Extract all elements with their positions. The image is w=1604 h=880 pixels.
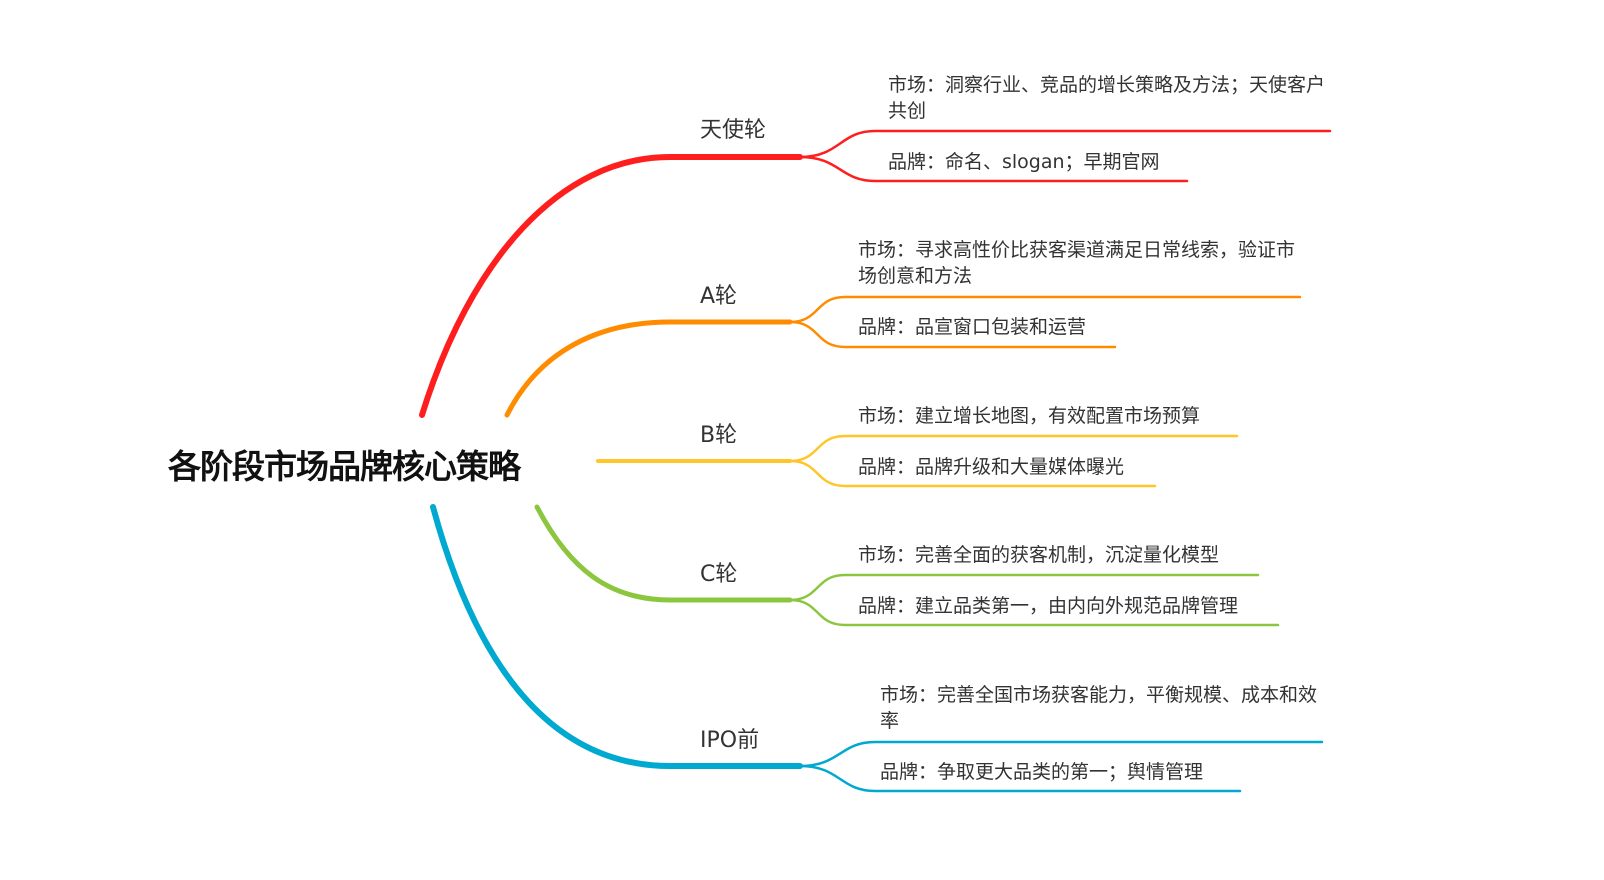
leaf-node-ipo-market[interactable]: 市场：完善全国市场获客能力，平衡规模、成本和效率 — [880, 684, 1318, 732]
leaf-line-a-brand — [788, 320, 1117, 349]
leaf-line-a-market — [788, 295, 1302, 324]
stage-node-a[interactable]: A轮 — [700, 284, 738, 309]
leaf-node-c-brand[interactable]: 品牌：建立品类第一，由内向外规范品牌管理 — [858, 595, 1239, 617]
branch-line-angel — [419, 154, 803, 418]
root-topic[interactable]: 各阶段市场品牌核心策略 — [168, 447, 521, 486]
leaf-line-b-brand — [788, 459, 1157, 488]
leaf-line-b-market — [788, 434, 1239, 463]
leaf-node-a-market[interactable]: 市场：寻求高性价比获客渠道满足日常线索，验证市场创意和方法 — [858, 239, 1296, 287]
branch-line-a — [504, 319, 793, 418]
leaf-line-c-brand — [788, 598, 1280, 627]
leaf-node-b-market[interactable]: 市场：建立增长地图，有效配置市场预算 — [858, 405, 1201, 427]
leaf-line-ipo-brand — [798, 764, 1242, 793]
stage-node-ipo[interactable]: IPO前 — [700, 728, 760, 753]
leaf-line-c-market — [788, 573, 1260, 602]
leaf-node-angel-market[interactable]: 市场：洞察行业、竞品的增长策略及方法；天使客户共创 — [888, 74, 1326, 122]
branch-line-c — [534, 504, 793, 603]
leaf-node-ipo-brand[interactable]: 品牌：争取更大品类的第一；舆情管理 — [880, 761, 1204, 783]
leaf-node-a-brand[interactable]: 品牌：品宣窗口包装和运营 — [858, 316, 1087, 338]
leaf-line-angel-brand — [798, 155, 1189, 183]
leaf-line-ipo-market — [798, 740, 1324, 768]
leaf-node-angel-brand[interactable]: 品牌：命名、slogan；早期官网 — [888, 151, 1160, 173]
stage-node-c[interactable]: C轮 — [700, 562, 738, 587]
leaf-line-angel-market — [798, 129, 1332, 159]
leaf-node-b-brand[interactable]: 品牌：品牌升级和大量媒体曝光 — [858, 456, 1125, 478]
stage-node-b[interactable]: B轮 — [700, 423, 738, 448]
branch-line-ipo — [430, 504, 803, 769]
leaf-node-c-market[interactable]: 市场：完善全面的获客机制，沉淀量化模型 — [858, 544, 1220, 566]
stage-node-angel[interactable]: 天使轮 — [700, 118, 767, 143]
